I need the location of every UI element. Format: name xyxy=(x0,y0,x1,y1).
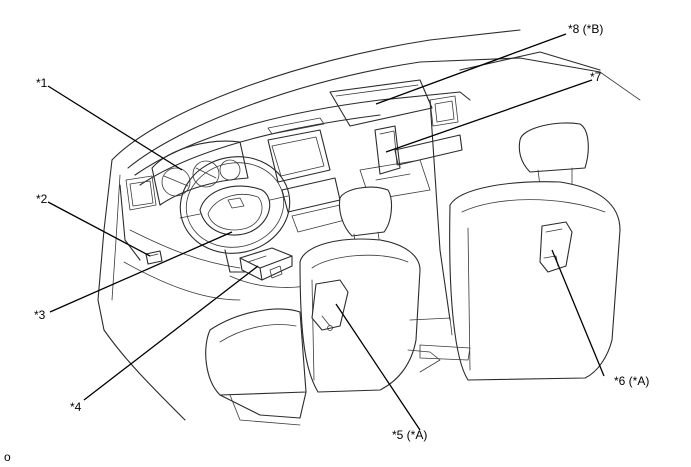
leader-7 xyxy=(385,79,593,153)
passenger-seat xyxy=(409,122,621,381)
leader-2 xyxy=(47,201,151,257)
callout-2: *2 xyxy=(36,192,48,206)
leader-8 xyxy=(375,33,567,105)
cabin-outline xyxy=(97,29,641,421)
combination-meter xyxy=(151,140,249,206)
leader-3 xyxy=(49,231,233,313)
leader-lines xyxy=(47,33,605,431)
airbag-connector-left xyxy=(145,250,163,265)
leader-6 xyxy=(551,249,605,377)
front-passenger-airbag xyxy=(329,79,433,127)
callout-6: *6 (*A) xyxy=(614,374,650,388)
driver-seat xyxy=(205,186,441,426)
callout-4: *4 xyxy=(70,400,82,414)
steering-wheel xyxy=(179,156,291,273)
callout-3: *3 xyxy=(34,308,46,322)
leader-4 xyxy=(83,265,259,401)
callout-5: *5 (*A) xyxy=(392,428,428,442)
corner-mark: o xyxy=(4,450,11,464)
callout-8: *8 (*B) xyxy=(568,22,604,36)
leader-1 xyxy=(47,85,183,171)
leader-5 xyxy=(335,303,421,431)
callout-1: *1 xyxy=(36,76,48,90)
callout-7: *7 xyxy=(590,70,602,84)
front-passenger-knee-airbag xyxy=(374,125,401,175)
